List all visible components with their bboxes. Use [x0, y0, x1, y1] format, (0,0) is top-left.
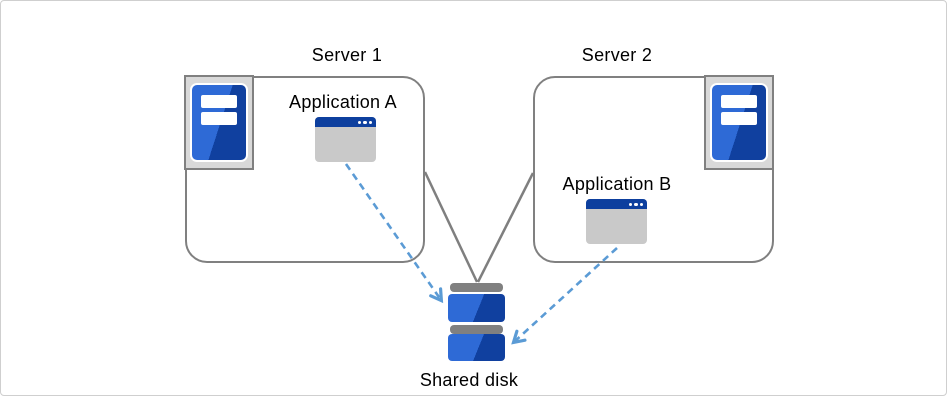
- window-titlebar: [586, 199, 647, 209]
- window-dot-icon: [368, 120, 372, 124]
- application-window-icon: [586, 199, 647, 244]
- shared-disk-label: Shared disk: [419, 370, 519, 390]
- stacked-disk-icon: [448, 283, 505, 361]
- server-drive-slot: [721, 95, 757, 108]
- server-tower-icon: [184, 75, 254, 170]
- window-dot-icon: [363, 120, 367, 124]
- disk-unit: [448, 334, 505, 361]
- window-dot-icon: [639, 202, 643, 206]
- server-drive-slot: [201, 95, 237, 108]
- server-tower-chassis: [710, 83, 768, 162]
- server-drive-slot: [201, 112, 237, 125]
- disk-cap: [450, 325, 503, 334]
- server2-label: Server 2: [581, 45, 653, 65]
- server-tower-chassis: [190, 83, 248, 162]
- disk-unit: [448, 294, 505, 322]
- window-dot-icon: [634, 202, 638, 206]
- application-b-label: Application B: [562, 174, 672, 194]
- window-dot-icon: [357, 120, 361, 124]
- server-tower-icon: [704, 75, 774, 170]
- application-window-icon: [315, 117, 376, 162]
- server1-label: Server 1: [311, 45, 383, 65]
- disk-cap: [450, 283, 503, 292]
- server-drive-slot: [721, 112, 757, 125]
- window-titlebar: [315, 117, 376, 127]
- application-a-label: Application A: [289, 92, 397, 112]
- window-dot-icon: [628, 202, 632, 206]
